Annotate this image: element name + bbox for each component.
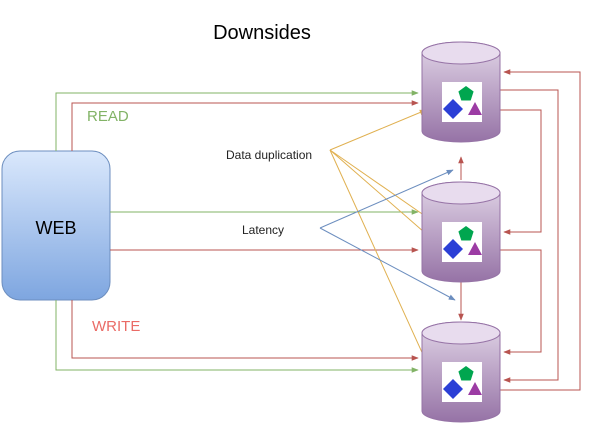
triangle-icon: [468, 102, 482, 115]
diamond-icon: [443, 239, 463, 259]
database-top: [421, 41, 501, 143]
write-arrow-bottom: [71, 300, 419, 361]
read-arrow-top: [55, 90, 419, 151]
latency-arrows: [319, 169, 456, 301]
latency-arrow-bottom: [319, 227, 456, 301]
latency-label: Latency: [242, 223, 284, 237]
latency-arrow-top: [319, 169, 454, 229]
pentagon-icon: [458, 86, 474, 101]
triangle-icon: [468, 382, 482, 395]
loop-top-to-middle: [500, 109, 542, 235]
cylinder-top: [421, 321, 501, 345]
cylinder-top: [421, 41, 501, 65]
write-arrow-top: [71, 100, 419, 151]
diagram-title: Downsides: [213, 22, 311, 44]
dup-arrow-top: [329, 109, 427, 151]
web-label: WEB: [35, 218, 76, 238]
loop-bottom-to-top-outer: [500, 69, 581, 391]
data-duplication-label: Data duplication: [226, 148, 312, 162]
read-label: READ: [87, 108, 129, 125]
web-node: WEB: [1, 150, 111, 301]
dup-arrow-middle-a: [329, 149, 429, 219]
databases: [421, 41, 501, 423]
write-connectors: [71, 69, 581, 391]
shape-card: [442, 362, 482, 402]
triangle-icon: [468, 242, 482, 255]
read-arrow-bottom: [55, 300, 419, 373]
loop-middle-to-bottom: [500, 249, 542, 355]
cylinder-top: [421, 181, 501, 205]
pentagon-icon: [458, 226, 474, 241]
database-middle: [421, 181, 501, 283]
shape-card: [442, 82, 482, 122]
loop-top-to-bottom-inner: [500, 89, 559, 383]
write-label: WRITE: [92, 318, 140, 335]
database-bottom: [421, 321, 501, 423]
diamond-icon: [443, 379, 463, 399]
pentagon-icon: [458, 366, 474, 381]
diamond-icon: [443, 99, 463, 119]
read-connectors: [55, 90, 419, 373]
shape-card: [442, 222, 482, 262]
